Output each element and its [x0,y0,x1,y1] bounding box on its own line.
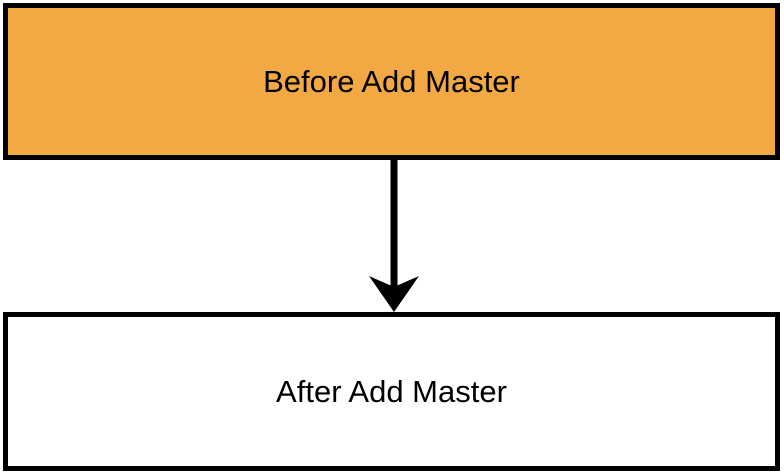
node-after-add-master: After Add Master [3,312,780,471]
node-before-add-master-label: Before Add Master [263,64,520,99]
node-after-add-master-label: After Add Master [276,374,507,409]
arrow-head [369,276,419,312]
node-before-add-master: Before Add Master [3,3,780,160]
